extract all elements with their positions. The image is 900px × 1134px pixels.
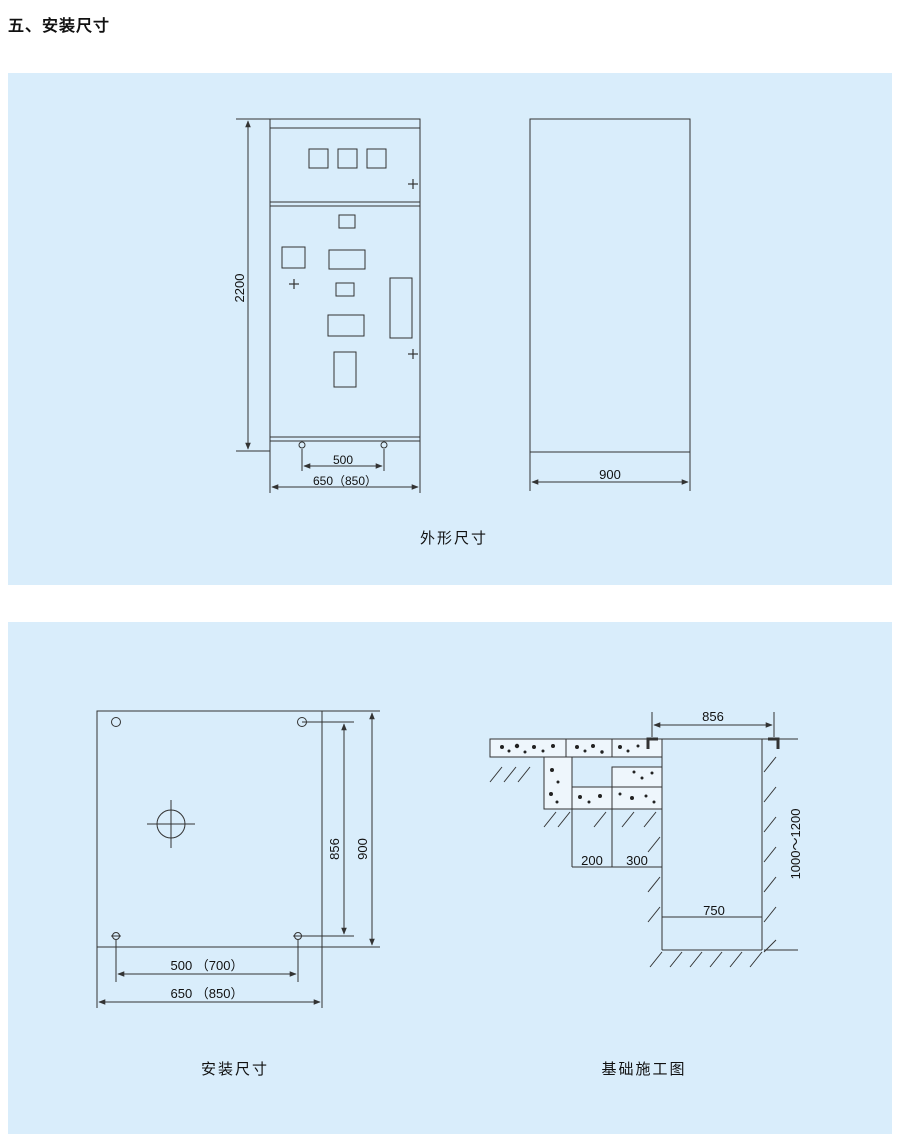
side-view-cabinet bbox=[529, 118, 691, 453]
foundation-depth-label: 1000～1200 bbox=[788, 809, 803, 880]
foundation-bottom-width-label: 750 bbox=[703, 903, 725, 918]
plan-caption: 安装尺寸 bbox=[201, 1061, 269, 1078]
plan-width-label: 650 （850） bbox=[171, 986, 244, 1001]
front-height-label: 2200 bbox=[232, 274, 247, 303]
front-hole-spacing-label: 500 bbox=[333, 453, 353, 467]
outline-dimensions-panel: 2200 500 650（850） 900 外形尺寸 bbox=[8, 73, 892, 585]
plan-inner-depth-label: 856 bbox=[327, 838, 342, 860]
section-title: 五、安装尺寸 bbox=[8, 16, 111, 35]
front-view-cabinet bbox=[269, 118, 421, 449]
outline-drawing: 2200 500 650（850） 900 外形尺寸 bbox=[232, 118, 691, 547]
plan-hole-spacing-label: 500 （700） bbox=[171, 958, 244, 973]
plan-outer-depth-label: 900 bbox=[355, 838, 370, 860]
door-handle-icon bbox=[289, 179, 418, 359]
foundation-top-width-label: 856 bbox=[702, 709, 724, 724]
front-width-label: 650（850） bbox=[313, 474, 377, 488]
plan-view bbox=[96, 710, 380, 1008]
foundation-caption: 基础施工图 bbox=[601, 1061, 686, 1078]
side-width-label: 900 bbox=[599, 467, 621, 482]
foundation-step-left-label: 200 bbox=[581, 853, 603, 868]
concrete-aggregate bbox=[500, 743, 656, 804]
installation-drawing: 856 900 500 （700） 650 （850） 安装尺寸 bbox=[96, 709, 803, 1078]
foundation-view bbox=[489, 712, 798, 951]
outline-caption: 外形尺寸 bbox=[420, 530, 488, 547]
earth-hatching bbox=[489, 756, 777, 968]
foundation-step-right-label: 300 bbox=[626, 853, 648, 868]
installation-panel: 856 900 500 （700） 650 （850） 安装尺寸 bbox=[8, 622, 892, 1134]
